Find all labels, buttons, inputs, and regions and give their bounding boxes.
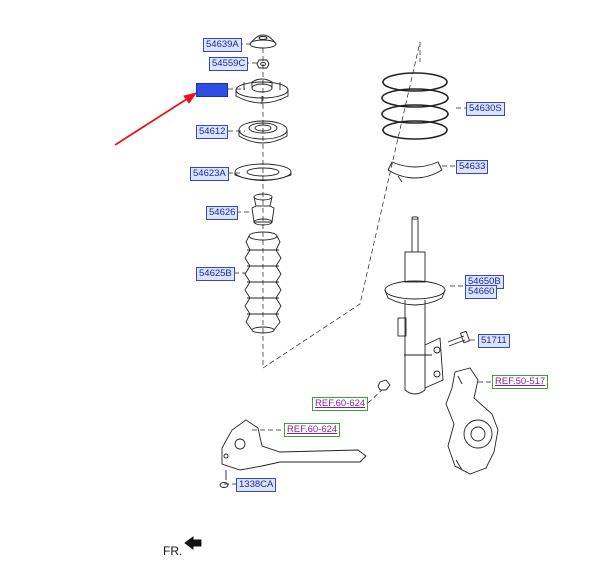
dust-cap-part: [249, 34, 277, 49]
bolt-part: [447, 330, 471, 347]
strut-assembly-part: [384, 216, 446, 395]
bump-stopper-part: [251, 193, 275, 226]
spring-pad-part: [234, 163, 292, 181]
part-label-54559c[interactable]: 54559C: [209, 57, 249, 71]
part-label-1338ca[interactable]: 1338CA: [236, 478, 277, 492]
part-label-54639a[interactable]: 54639A: [203, 38, 242, 52]
part-label-54612[interactable]: 54612: [196, 125, 229, 139]
part-label-51711[interactable]: 51711: [478, 334, 510, 348]
steering-knuckle-part: [445, 367, 499, 475]
ref-label-60-624-lower[interactable]: REF.60-624: [284, 423, 341, 437]
front-direction-label: FR.: [163, 544, 183, 558]
ref-label-50-517[interactable]: REF.50-517: [492, 375, 549, 389]
dust-boot-part: [244, 231, 282, 334]
part-label-54633[interactable]: 54633: [456, 160, 489, 174]
spring-seat-part: [387, 161, 443, 183]
part-label-54660[interactable]: 54660: [465, 285, 498, 299]
fr-direction-icon: [184, 536, 202, 550]
part-label-54626[interactable]: 54626: [206, 206, 239, 220]
nut-part: [256, 59, 270, 69]
strut-mount-part: [235, 78, 289, 104]
lower-arm-part: [219, 419, 367, 488]
coil-spring-part: [381, 72, 449, 140]
part-label-54625b[interactable]: 54625B: [196, 267, 235, 281]
bearing-part: [238, 120, 288, 144]
assembly-guide-lines: [224, 41, 492, 485]
highlight-arrow: [114, 92, 198, 146]
strut-nut-part: [377, 379, 391, 391]
ref-label-60-624-upper[interactable]: REF.60-624: [312, 397, 369, 411]
part-label-54610[interactable]: 54610: [196, 83, 229, 97]
part-label-54623a[interactable]: 54623A: [190, 167, 229, 181]
part-label-54630s[interactable]: 54630S: [466, 102, 505, 116]
